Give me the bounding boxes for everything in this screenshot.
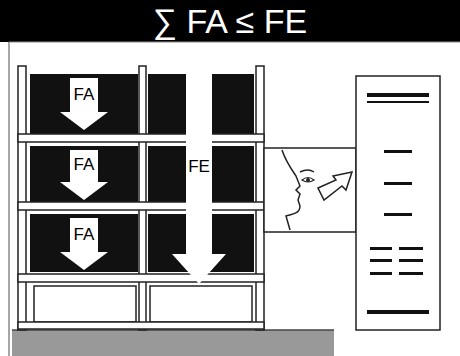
force-label: FA <box>74 156 95 173</box>
force-label: FA <box>74 86 95 103</box>
title-band: ∑ FA ≤ FE <box>0 0 460 42</box>
formula-title: ∑ FA ≤ FE <box>153 2 307 41</box>
force-label: FE <box>188 158 210 175</box>
force-label: FA <box>74 226 95 243</box>
